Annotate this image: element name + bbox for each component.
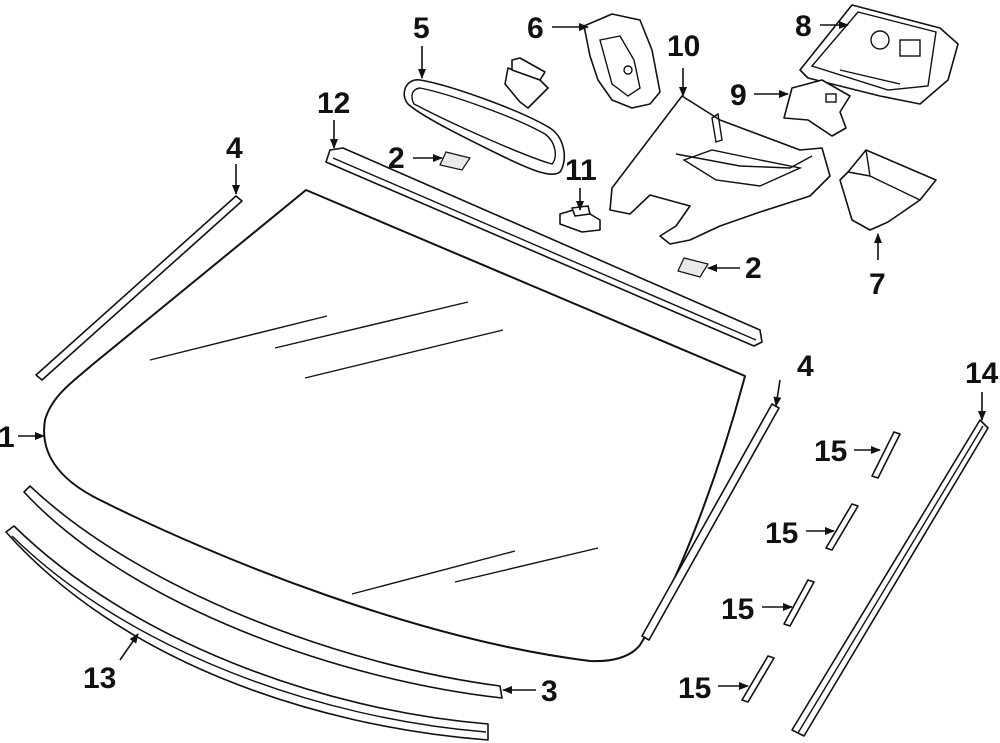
callout-10: 10: [667, 30, 700, 63]
clip-15-b: [825, 503, 859, 551]
windshield-glass: [43, 189, 746, 663]
callout-8: 8: [795, 10, 812, 43]
clip-15-d: [741, 655, 775, 703]
callout-labels: 1 4 2 2 3 4 5 6 7 8 9 10 11 12 13 14 15 …: [0, 10, 999, 708]
roof-reveal-molding: [325, 147, 763, 347]
callout-14: 14: [965, 357, 999, 390]
callout-3: 3: [541, 675, 558, 708]
callout-12: 12: [317, 87, 350, 120]
clip-15-a: [871, 431, 901, 479]
callout-6: 6: [527, 12, 544, 45]
lower-seal: [5, 525, 489, 741]
callout-4-left: 4: [226, 132, 243, 165]
callout-15-c: 15: [721, 593, 754, 626]
sensor-pad-upper: [439, 151, 471, 171]
callout-2-lower: 2: [745, 252, 762, 285]
leader-lines: [18, 21, 986, 694]
overhead-console-housing: [609, 95, 831, 245]
cowl-molding: [23, 485, 503, 699]
clip-15-c: [783, 579, 815, 627]
callout-15-a: 15: [814, 435, 847, 468]
callout-7: 7: [869, 268, 886, 301]
callout-4-right: 4: [797, 350, 814, 383]
callout-5: 5: [413, 12, 430, 45]
storage-bin: [839, 149, 937, 231]
callout-1: 1: [0, 421, 15, 454]
side-molding: [791, 419, 989, 737]
callout-15-b: 15: [765, 517, 798, 550]
callout-2-upper: 2: [388, 142, 405, 175]
callout-9: 9: [730, 79, 747, 112]
a-pillar-molding-left: [35, 195, 243, 381]
callout-13: 13: [83, 662, 116, 695]
sensor-pad-lower: [677, 257, 709, 278]
mirror-bracket: [583, 13, 661, 109]
a-pillar-molding-right: [641, 403, 780, 641]
callout-15-d: 15: [678, 672, 711, 705]
module-bracket: [783, 79, 851, 137]
overhead-console-module: [799, 4, 959, 105]
callout-11: 11: [565, 154, 597, 187]
rear-view-mirror: [403, 57, 566, 176]
